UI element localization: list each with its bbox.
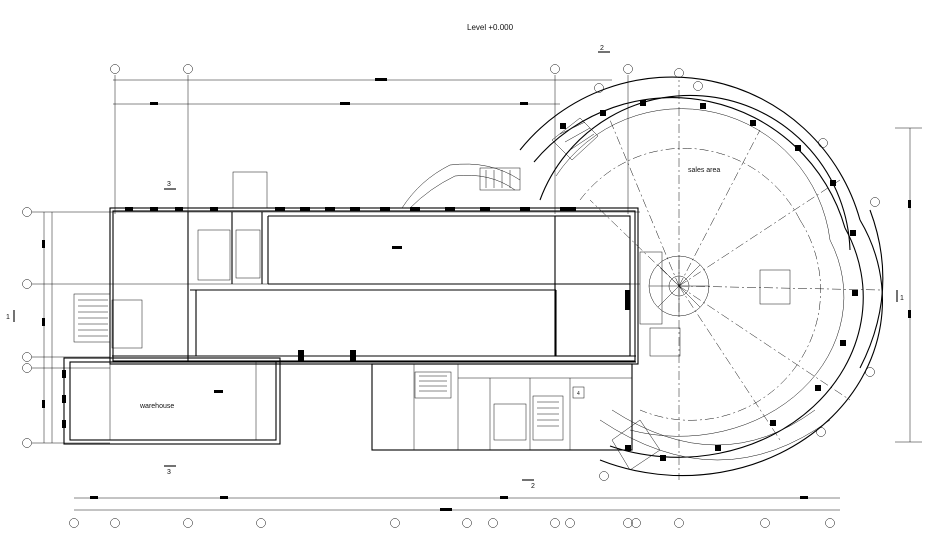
bottom-grid-bubbles	[69, 496, 840, 528]
drawing-title: Level +0.000	[467, 23, 514, 32]
room-label-sales-area: sales area	[688, 167, 720, 174]
sales-area-rotunda: sales area	[519, 76, 884, 480]
section-mark-bottom: 2	[531, 483, 535, 490]
stair-tag: 4	[577, 391, 580, 397]
entrance-ramp	[401, 117, 661, 471]
section-mark-left-bottom: 3	[167, 469, 171, 476]
left-grid-bubbles	[22, 207, 640, 448]
section-mark-top: 2	[600, 45, 604, 52]
section-mark-left-top: 3	[167, 181, 171, 188]
warehouse-room: warehouse	[62, 357, 281, 445]
left-stair	[73, 293, 143, 349]
section-mark-right-side: 1	[900, 295, 904, 302]
main-building-walls	[109, 171, 639, 365]
section-marks: 2 2 3 3 1 1	[6, 45, 904, 490]
top-dimension-lines	[113, 75, 629, 214]
service-rooms: 4	[371, 363, 633, 451]
top-grid-bubbles	[110, 64, 703, 93]
room-label-warehouse: warehouse	[139, 403, 174, 410]
section-mark-left-side: 1	[6, 314, 10, 321]
wall-blocks	[125, 207, 630, 362]
